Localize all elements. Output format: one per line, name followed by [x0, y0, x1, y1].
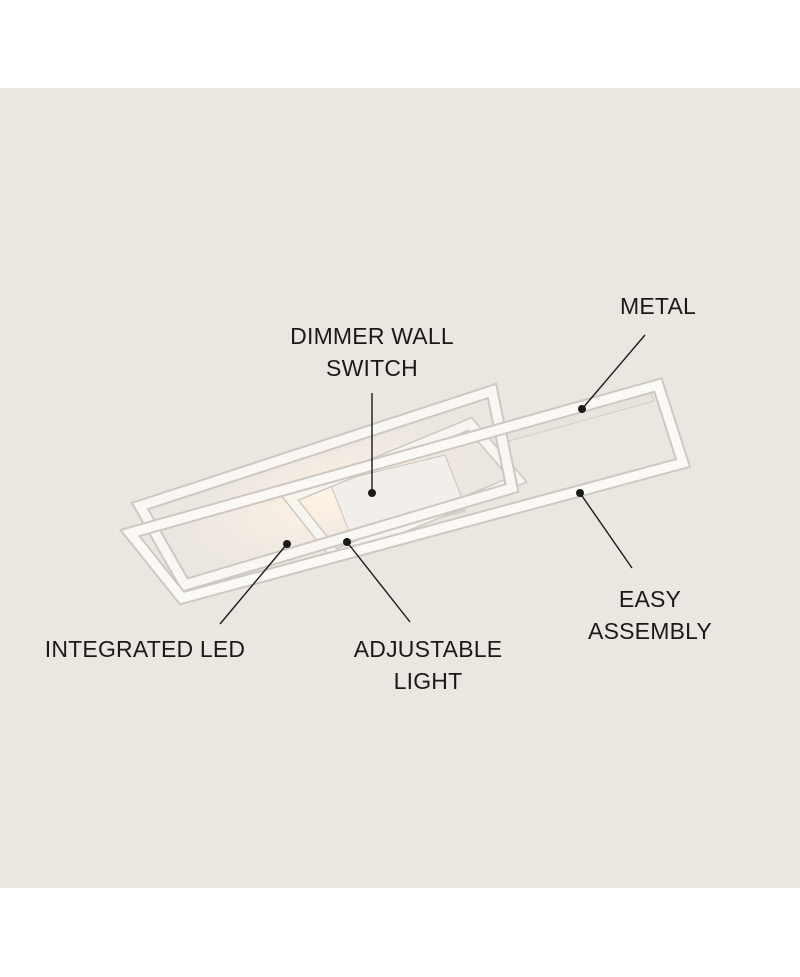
- dot-metal: [578, 405, 586, 413]
- leader-lines: [219, 334, 646, 625]
- label-metal-line1: METAL: [620, 293, 696, 319]
- label-metal: METAL: [598, 290, 718, 322]
- label-dimmer-wall-switch: DIMMER WALL SWITCH: [262, 320, 482, 384]
- label-adjustable-line1: ADJUSTABLE: [353, 636, 503, 662]
- dot-led: [283, 540, 291, 548]
- label-dimmer-line2: SWITCH: [326, 355, 418, 381]
- leader-dots: [283, 405, 586, 548]
- left-frame: [130, 382, 520, 593]
- ceiling-light-illustration: [118, 334, 692, 625]
- label-easy-assembly: EASY ASSEMBLY: [560, 583, 740, 647]
- dot-easy: [576, 489, 584, 497]
- leader-line-easy: [579, 492, 633, 569]
- label-led-line1: INTEGRATED LED: [44, 636, 246, 662]
- label-dimmer-line1: DIMMER WALL: [290, 323, 454, 349]
- label-easy-line2: ASSEMBLY: [588, 618, 712, 644]
- dot-dimmer: [368, 489, 376, 497]
- label-integrated-led: INTEGRATED LED: [20, 633, 270, 665]
- label-easy-line1: EASY: [618, 586, 682, 612]
- leader-line-metal: [581, 334, 646, 410]
- label-adjustable-line2: LIGHT: [393, 668, 463, 694]
- feature-panel: METAL DIMMER WALL SWITCH EASY ASSEMBLY I…: [0, 88, 800, 888]
- leader-line-adjustable: [346, 541, 411, 623]
- dot-adjustable: [343, 538, 351, 546]
- leader-line-led: [219, 543, 288, 625]
- right-frame: [118, 377, 692, 606]
- label-adjustable-light: ADJUSTABLE LIGHT: [328, 633, 528, 697]
